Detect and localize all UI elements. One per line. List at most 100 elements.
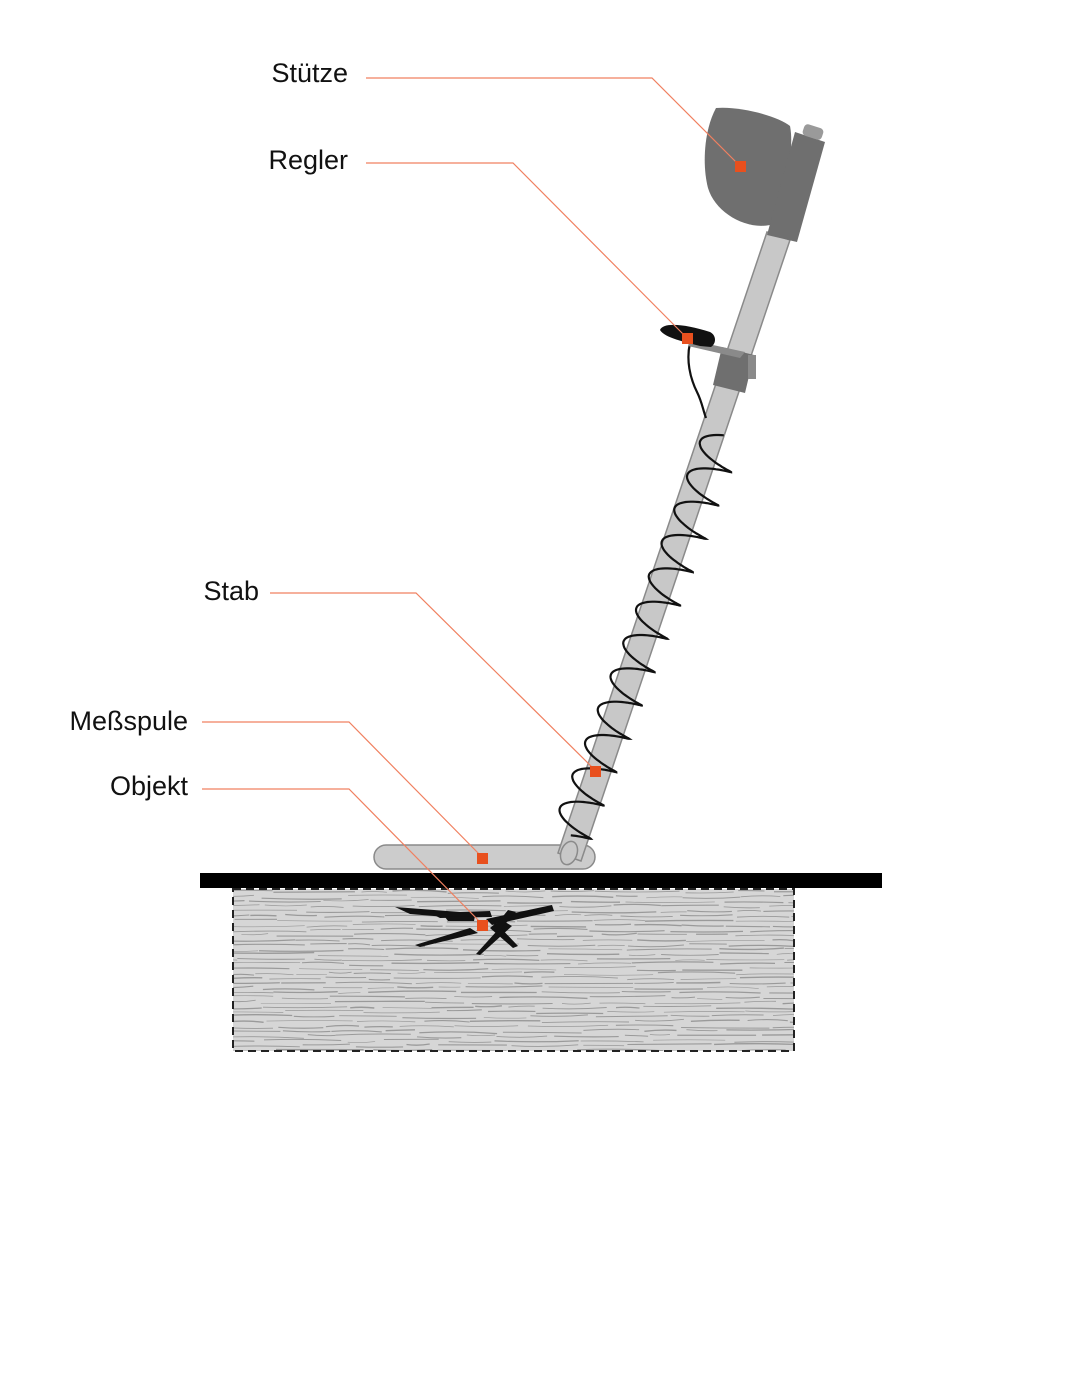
soil-grain xyxy=(541,1021,630,1024)
soil-grain xyxy=(620,915,673,918)
soil-grain xyxy=(583,1028,640,1031)
soil-grain xyxy=(577,962,632,965)
soil-grain xyxy=(307,1034,336,1037)
soil-grain xyxy=(482,895,544,899)
soil-grain xyxy=(687,910,732,913)
leader-line-stab xyxy=(270,592,597,772)
soil-grain xyxy=(233,1045,300,1048)
soil-grain xyxy=(679,991,761,994)
label-messspule: Meßspule xyxy=(69,706,188,736)
soil-grain xyxy=(233,939,296,942)
soil-grain xyxy=(745,1010,794,1013)
soil-grain xyxy=(795,1049,832,1050)
soil-grain xyxy=(690,1019,740,1022)
soil-grain xyxy=(233,951,315,954)
soil-grain xyxy=(680,914,733,917)
soil-grain xyxy=(564,966,636,968)
soil-grain xyxy=(772,939,794,942)
soil-grain xyxy=(787,959,794,961)
label-regler: Regler xyxy=(268,145,348,175)
soil-grain xyxy=(541,991,620,994)
soil-grain xyxy=(542,1007,607,1010)
soil-grain xyxy=(233,1030,281,1032)
soil-grain xyxy=(624,1034,649,1037)
soil-grain xyxy=(769,992,794,994)
soil-grain xyxy=(559,905,612,908)
soil-grain xyxy=(473,958,540,962)
soil-grain xyxy=(563,973,654,976)
soil-grain xyxy=(726,1028,794,1031)
soil-grain xyxy=(675,959,705,961)
label-objekt: Objekt xyxy=(109,771,188,801)
soil-grain xyxy=(324,915,385,918)
soil-grain xyxy=(499,996,588,1000)
leader-line-objekt xyxy=(202,788,484,926)
soil-grain xyxy=(237,957,305,960)
soil-grain xyxy=(680,978,737,980)
leader-line-messspule xyxy=(202,721,484,859)
soil-grain xyxy=(462,949,541,952)
soil-grain xyxy=(719,952,769,955)
soil-grain xyxy=(625,901,715,903)
soil-grain xyxy=(361,891,387,893)
soil-grain xyxy=(723,906,760,909)
soil-grain xyxy=(350,1006,375,1009)
soil-grain xyxy=(570,900,621,903)
rod-clamp xyxy=(713,347,756,393)
soil-grain xyxy=(295,939,340,942)
controller-cable xyxy=(687,342,708,419)
soil-grain xyxy=(385,1029,416,1032)
soil-grain xyxy=(769,904,794,907)
soil-grain xyxy=(233,930,307,933)
soil-grain xyxy=(317,955,389,957)
soil-grain xyxy=(434,971,523,973)
soil-grain xyxy=(663,1011,745,1013)
soil-grain xyxy=(200,972,228,973)
soil-grain xyxy=(370,969,419,971)
soil-grain xyxy=(725,996,760,999)
soil-grain xyxy=(299,968,363,970)
soil-grain xyxy=(729,982,786,985)
soil-grain xyxy=(194,933,233,934)
soil-grain xyxy=(314,958,342,961)
soil-grain xyxy=(571,911,657,914)
soil-grain xyxy=(335,1033,411,1036)
soil-grain xyxy=(323,899,369,902)
soil-grain xyxy=(233,973,255,976)
soil-grain xyxy=(233,925,305,928)
soil-grain xyxy=(405,997,447,1000)
soil-grain xyxy=(583,1044,625,1047)
soil-grain xyxy=(552,895,614,898)
soil-grain xyxy=(263,1038,342,1042)
soil-grain xyxy=(301,961,345,964)
soil-grain xyxy=(686,1029,718,1032)
soil-grain xyxy=(454,996,493,998)
soil-grain xyxy=(800,944,822,945)
soil-grain xyxy=(791,916,794,917)
soil-grain xyxy=(310,928,341,931)
soil-grain xyxy=(233,982,280,984)
soil-grain xyxy=(338,992,361,994)
soil-grain xyxy=(273,991,338,994)
soil-grain xyxy=(381,939,453,942)
soil-grain xyxy=(615,1024,674,1027)
soil-grain xyxy=(789,1021,794,1023)
soil-grain xyxy=(597,944,625,947)
soil-grain xyxy=(233,985,254,989)
soil-grain xyxy=(772,1026,794,1029)
soil-grain xyxy=(306,911,370,913)
soil-grain xyxy=(277,920,353,922)
soil-grain xyxy=(361,920,438,923)
soil-grain xyxy=(233,889,273,892)
armrest-icon xyxy=(704,107,825,242)
soil-grain xyxy=(347,1041,376,1043)
soil-grain xyxy=(628,954,656,956)
soil-grain xyxy=(233,899,245,902)
soil-grain xyxy=(540,959,588,962)
soil-grain xyxy=(763,997,794,1000)
soil-grain xyxy=(261,897,342,900)
soil-grain xyxy=(580,1040,644,1043)
soil-grain xyxy=(728,944,794,948)
soil-grain xyxy=(661,904,719,907)
soil-grain xyxy=(341,959,422,962)
